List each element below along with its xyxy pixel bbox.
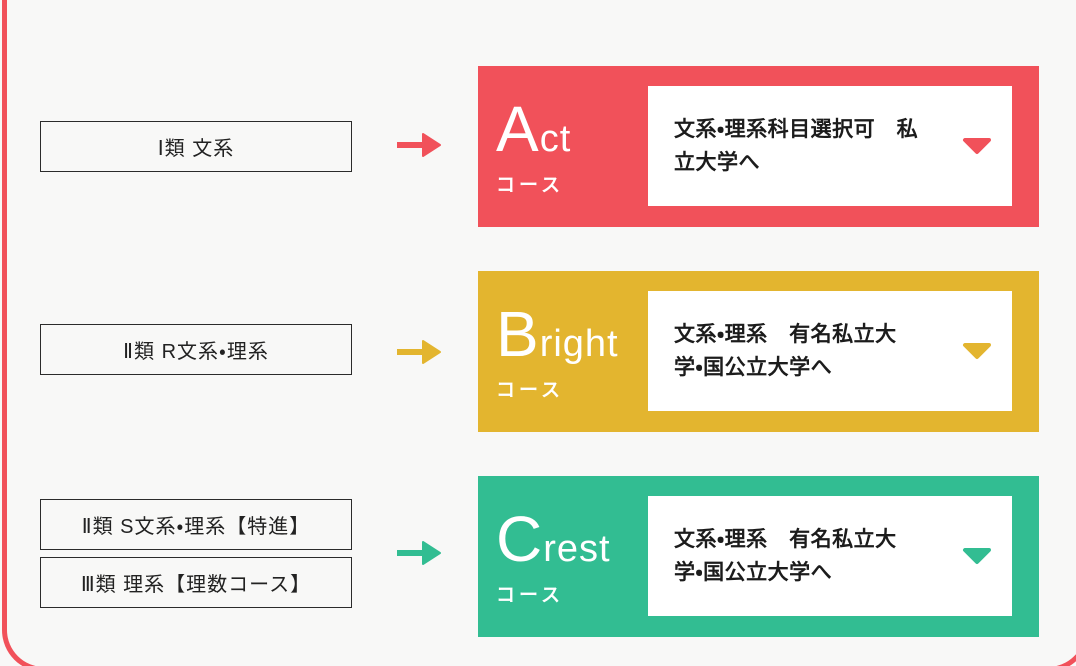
course-description-bright[interactable]: 文系・理系 有名私立大 学・国公立大学へ bbox=[648, 291, 1012, 411]
track-box-type2s: Ⅱ類 S文系・理系【特進】 bbox=[40, 499, 352, 550]
course-suffix-label: コース bbox=[496, 174, 565, 196]
track-box-type1-bunkei: Ⅰ類 文系 bbox=[40, 121, 352, 172]
course-description-act[interactable]: 文系・理系科目選択可 私 立大学へ bbox=[648, 86, 1012, 206]
course-name: Act bbox=[496, 93, 572, 166]
course-name: Crest bbox=[496, 503, 611, 576]
course-description-crest[interactable]: 文系・理系 有名私立大 学・国公立大学へ bbox=[648, 496, 1012, 616]
dropdown-triangle-icon bbox=[962, 137, 992, 155]
track-label: Ⅱ類 R文系・理系 bbox=[123, 341, 269, 363]
course-card-bright: Bright コース 文系・理系 有名私立大 学・国公立大学へ bbox=[478, 271, 1039, 432]
arrow-right-icon bbox=[396, 131, 442, 159]
course-card-act: Act コース 文系・理系科目選択可 私 立大学へ bbox=[478, 66, 1039, 227]
course-suffix-label: コース bbox=[496, 584, 565, 606]
description-line: 立大学へ bbox=[674, 151, 760, 174]
arrow-right-icon bbox=[396, 338, 442, 366]
arrow-right-icon bbox=[396, 539, 442, 567]
description-line: 文系・理系 有名私立大 bbox=[674, 528, 897, 551]
track-label: Ⅲ類 理系【理数コース】 bbox=[80, 574, 312, 596]
track-box-type2r: Ⅱ類 R文系・理系 bbox=[40, 324, 352, 375]
description-line: 学・国公立大学へ bbox=[674, 561, 833, 584]
course-name: Bright bbox=[496, 298, 619, 371]
description-line: 文系・理系科目選択可 私 bbox=[674, 118, 919, 141]
dropdown-triangle-icon bbox=[962, 547, 992, 565]
course-head: Crest コース bbox=[496, 476, 648, 637]
course-head: Bright コース bbox=[496, 271, 648, 432]
track-label: Ⅰ類 文系 bbox=[157, 138, 235, 160]
course-suffix-label: コース bbox=[496, 379, 565, 401]
course-head: Act コース bbox=[496, 66, 648, 227]
course-card-crest: Crest コース 文系・理系 有名私立大 学・国公立大学へ bbox=[478, 476, 1039, 637]
dropdown-triangle-icon bbox=[962, 342, 992, 360]
description-line: 学・国公立大学へ bbox=[674, 356, 833, 379]
track-label: Ⅱ類 S文系・理系【特進】 bbox=[81, 516, 311, 538]
description-line: 文系・理系 有名私立大 bbox=[674, 323, 897, 346]
track-box-type3: Ⅲ類 理系【理数コース】 bbox=[40, 557, 352, 608]
